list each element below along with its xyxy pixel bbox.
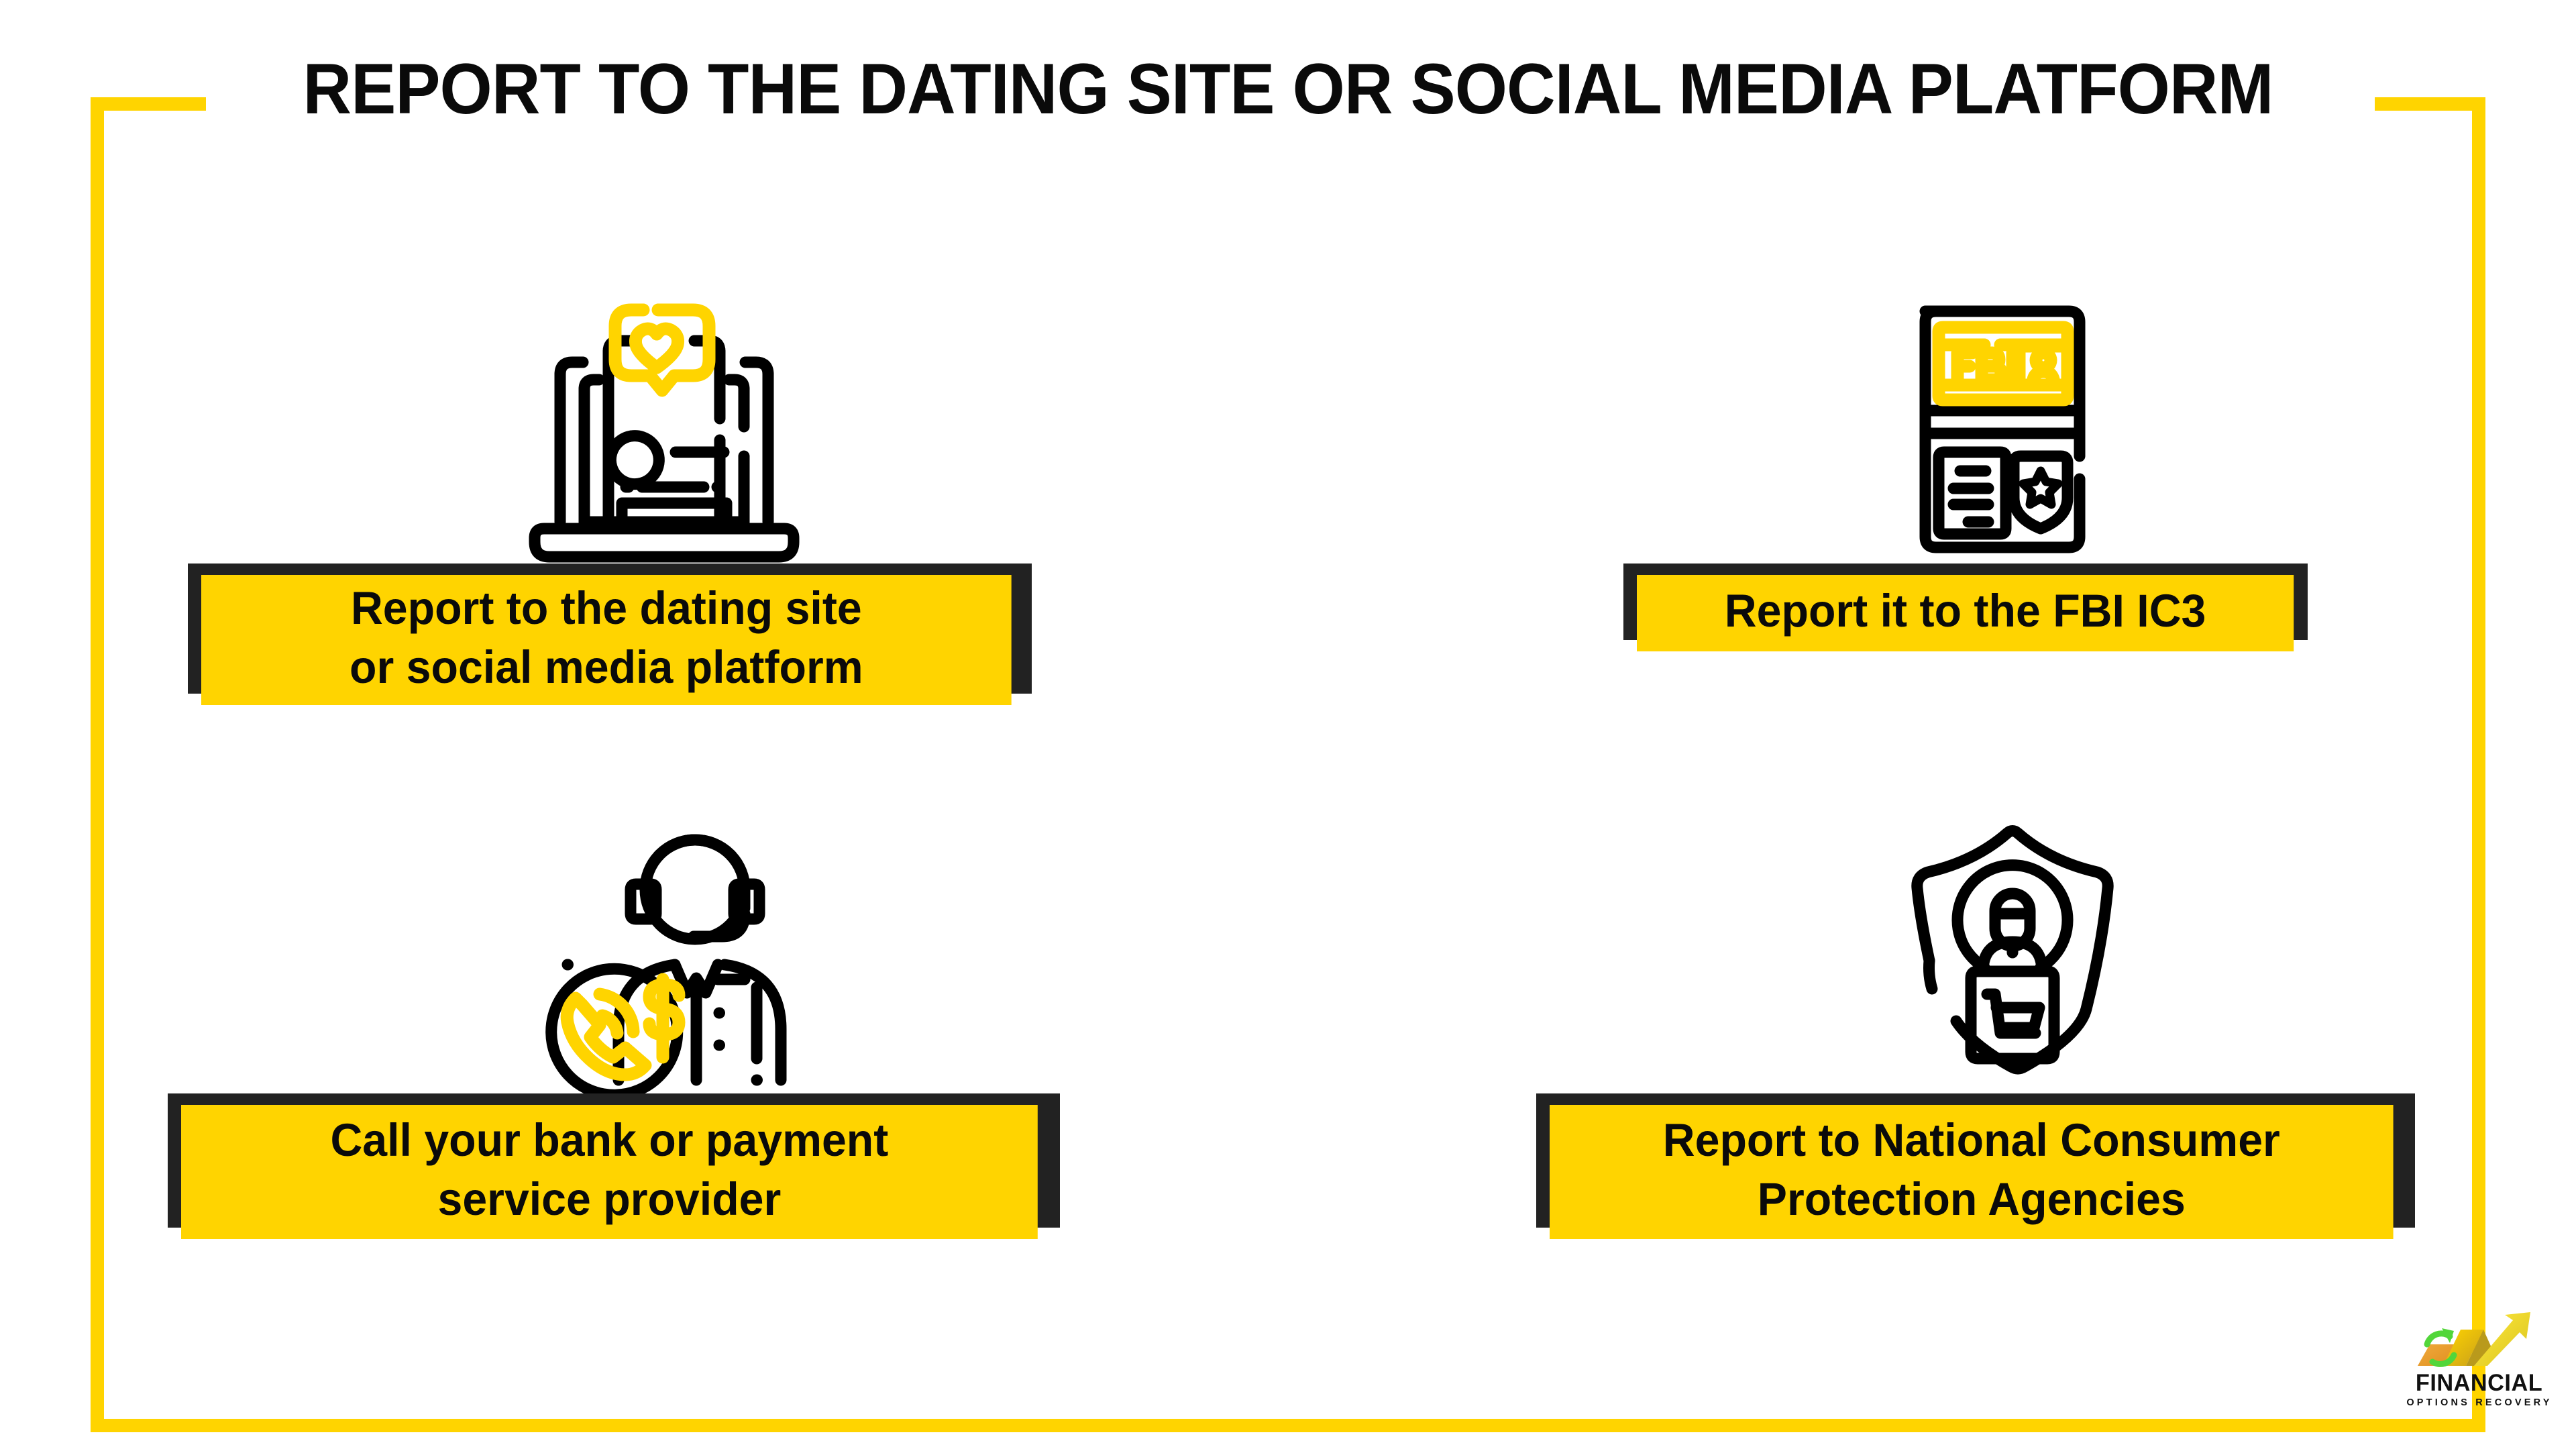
brand-name: FINANCIAL [2416,1370,2543,1396]
frame-segment-bottom [91,1419,2485,1432]
brand-logo: FINANCIAL OPTIONS RECOVERY [2400,1309,2559,1417]
frame-segment-top-right [2375,97,2485,111]
frame-segment-right [2472,97,2485,1432]
support-agent-phone-dollar-icon [168,778,1161,1093]
label-line-1: Report to the dating site [350,582,862,634]
frame-segment-top-left [91,97,206,111]
shield-consumer-lock-icon [1536,778,2489,1093]
label-plate: Call your bank or payment service provid… [181,1105,1038,1239]
fbi-id-badge-icon [1623,248,2375,564]
label-stack: Report it to the FBI IC3 [1623,564,2375,651]
label-line-1: Report to National Consumer [1662,1114,2280,1166]
frame-segment-left [91,97,104,1432]
label-stack: Report to the dating site or social medi… [188,564,1140,705]
brand-tagline: OPTIONS RECOVERY [2406,1397,2553,1408]
card-fbi-ic3: Report it to the FBI IC3 [1623,248,2375,651]
card-consumer-agencies: Report to National Consumer Protection A… [1536,778,2489,1239]
label-plate: Report it to the FBI IC3 [1637,575,2294,651]
label-line-1: Report it to the FBI IC3 [1724,584,2206,637]
laptop-heart-icon [188,248,1140,564]
label-stack: Call your bank or payment service provid… [168,1093,1161,1239]
label-line-2: Protection Agencies [1757,1173,2186,1225]
label-line-2: service provider [437,1173,782,1225]
page-title: REPORT TO THE DATING SITE OR SOCIAL MEDI… [303,48,2274,129]
ascending-bars-arrow-recycle-logo [2418,1312,2530,1367]
card-bank: Call your bank or payment service provid… [168,778,1161,1239]
label-plate: Report to National Consumer Protection A… [1550,1105,2394,1239]
label-plate: Report to the dating site or social medi… [201,575,1012,705]
label-line-2: or social media platform [350,641,863,693]
label-line-1: Call your bank or payment [330,1114,889,1166]
label-stack: Report to National Consumer Protection A… [1536,1093,2489,1239]
card-dating-site: Report to the dating site or social medi… [188,248,1140,705]
